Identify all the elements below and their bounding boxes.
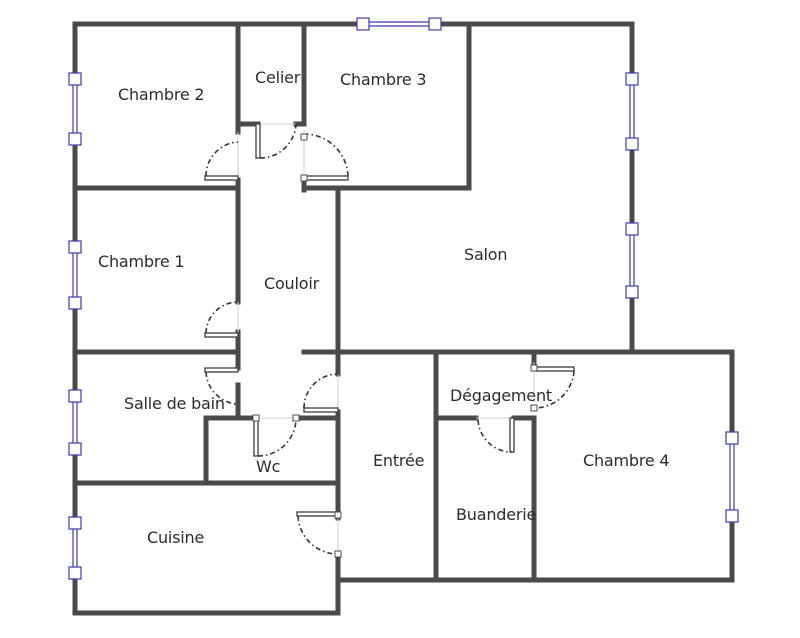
door-cuisine[interactable] [296, 511, 342, 558]
window-chambre-3 [356, 17, 442, 31]
window-chambre-1 [68, 240, 82, 310]
label-celier: Celier [255, 68, 301, 87]
door-wc[interactable] [252, 414, 300, 457]
label-salon: Salon [464, 245, 508, 264]
door-chambre-2[interactable] [204, 141, 239, 181]
label-degagement: Dégagement [450, 386, 552, 405]
label-entree: Entrée [373, 451, 425, 470]
label-chambre-2: Chambre 2 [118, 85, 205, 104]
door-entree-couloir[interactable] [303, 373, 339, 413]
window-cuisine [68, 516, 82, 580]
label-chambre-4: Chambre 4 [583, 451, 670, 470]
label-cuisine: Cuisine [147, 528, 205, 547]
door-chambre-3[interactable] [300, 133, 349, 182]
door-chambre-4[interactable] [530, 364, 575, 412]
window-salon-2 [625, 222, 639, 299]
windows [68, 17, 739, 580]
door-salle-de-bain[interactable] [204, 367, 239, 405]
window-chambre-4 [725, 431, 739, 523]
label-salle-de-bain: Salle de bain [124, 394, 225, 413]
label-chambre-3: Chambre 3 [340, 70, 427, 89]
label-wc: Wc [256, 457, 281, 476]
label-couloir: Couloir [264, 274, 319, 293]
door-chambre-1[interactable] [204, 301, 239, 338]
door-buanderie[interactable] [477, 417, 515, 453]
window-salon-1 [625, 72, 639, 151]
window-chambre-2 [68, 72, 82, 146]
doors [204, 123, 575, 558]
label-chambre-1: Chambre 1 [98, 252, 185, 271]
door-celier[interactable] [255, 123, 297, 159]
window-salle-de-bain [68, 389, 82, 456]
label-buanderie: Buanderie [456, 505, 537, 524]
